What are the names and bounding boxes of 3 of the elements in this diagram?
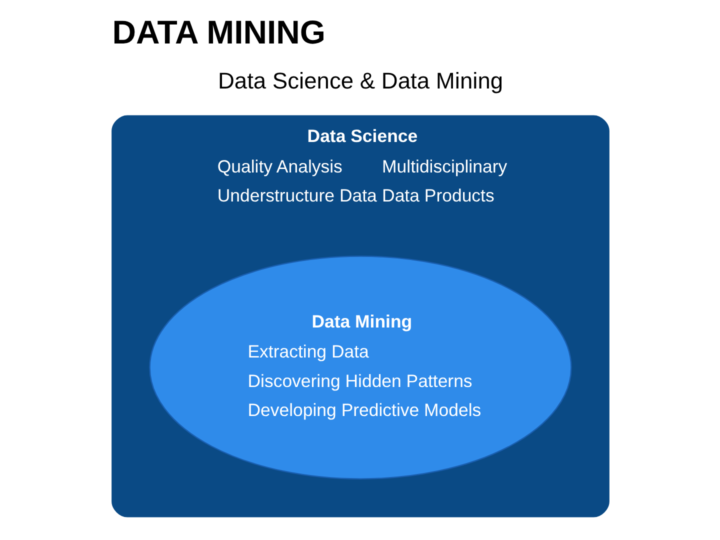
node-ellipse: Data Mining Extracting Data Discovering Hidden Patterns Developing Predictive Models — [148, 256, 572, 480]
diagram-title: DATA MINING — [112, 13, 326, 50]
label: Data Science & Data Mining — [217, 67, 503, 94]
